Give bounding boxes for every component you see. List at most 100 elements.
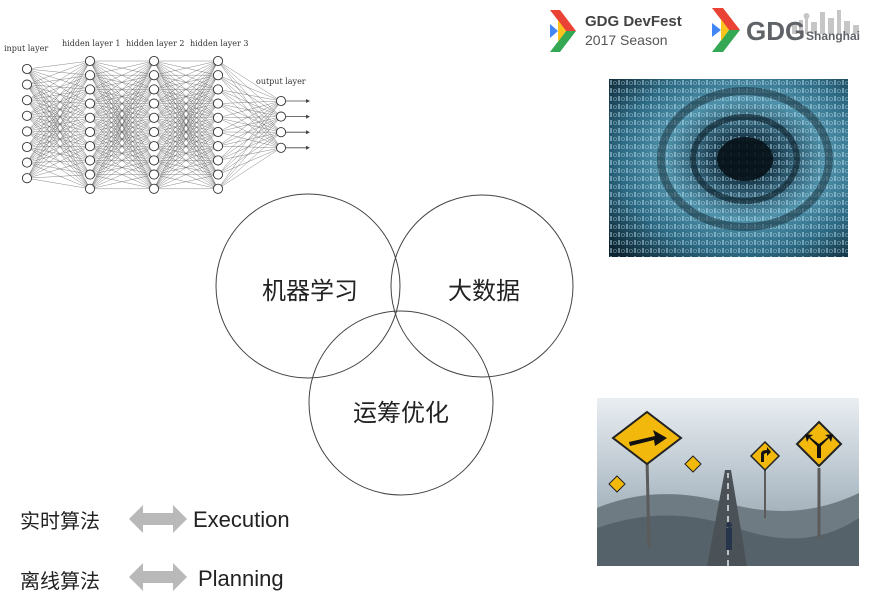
- nn-connection: [26, 84, 91, 118]
- nn-connection: [217, 116, 282, 189]
- venn-circle-or: [308, 310, 494, 496]
- nn-connection: [26, 160, 91, 179]
- nn-connection: [26, 162, 91, 189]
- nn-connection: [26, 100, 91, 118]
- nn-connection: [26, 131, 91, 179]
- nn-connection: [26, 115, 91, 189]
- nn-connection: [26, 103, 91, 179]
- nn-neuron: [21, 95, 33, 106]
- nn-connection: [217, 60, 282, 148]
- nn-connection: [26, 68, 91, 147]
- nn-connection: [89, 103, 155, 189]
- nn-connection: [26, 131, 91, 147]
- nn-connection: [26, 146, 91, 163]
- nn-connection: [217, 89, 282, 148]
- nn-connection: [26, 68, 91, 76]
- nn-neuron: [84, 112, 96, 123]
- nn-connection: [89, 60, 155, 118]
- row-offline-en: Planning: [198, 566, 284, 591]
- nn-connection: [217, 60, 282, 102]
- venn-diagram: [215, 193, 574, 496]
- nn-neuron: [212, 112, 224, 123]
- venn-label-bigdata: 大数据: [448, 277, 520, 305]
- nn-connection: [26, 103, 91, 116]
- nn-connection: [217, 100, 282, 189]
- nn-connection: [26, 131, 91, 161]
- nn-neuron: [275, 127, 287, 138]
- venn-label-or: 运筹优化: [353, 399, 449, 427]
- nn-neuron: [212, 169, 224, 180]
- nn-connection: [26, 103, 91, 163]
- nn-connection: [153, 60, 219, 133]
- nn-connection: [217, 147, 282, 175]
- nn-output-arrowhead: [306, 114, 310, 119]
- nn-neuron: [148, 126, 160, 138]
- nn-connection: [26, 100, 91, 175]
- nn-connection: [26, 68, 91, 161]
- nn-connection: [217, 116, 282, 175]
- nn-connection: [26, 131, 91, 175]
- nn-connection: [89, 146, 155, 189]
- nn-neuron: [212, 70, 224, 81]
- nn-connection: [89, 117, 155, 189]
- nn-connection: [26, 131, 91, 163]
- nn-connection: [217, 116, 282, 133]
- nn-connection: [217, 131, 282, 148]
- nn-connection: [26, 117, 91, 163]
- nn-connection: [153, 60, 219, 147]
- nn-connection: [26, 84, 91, 90]
- nn-connection: [89, 60, 155, 161]
- nn-connection: [26, 100, 91, 189]
- nn-neuron: [148, 55, 160, 67]
- nn-connection: [153, 75, 219, 189]
- nn-connection: [26, 68, 91, 90]
- nn-connection: [26, 60, 91, 101]
- nn-connection: [26, 115, 91, 175]
- nn-neuron: [212, 84, 224, 95]
- nn-neuron: [148, 98, 160, 109]
- nn-connection: [26, 84, 91, 161]
- neural-network-diagram: [21, 55, 310, 194]
- nn-connection: [217, 100, 282, 133]
- nn-connection: [26, 146, 91, 175]
- nn-connection: [153, 174, 219, 189]
- nn-connection: [217, 132, 282, 147]
- nn-connection: [217, 103, 282, 117]
- nn-neuron: [212, 183, 224, 194]
- nn-connection: [26, 75, 91, 179]
- devfest-title: GDG DevFest: [585, 13, 682, 30]
- nn-connection: [26, 103, 91, 132]
- nn-connection: [26, 146, 91, 161]
- nn-connection: [26, 117, 91, 179]
- nn-neuron: [212, 55, 224, 67]
- nn-neuron: [212, 155, 224, 166]
- nn-neuron: [212, 141, 224, 152]
- nn-connection: [217, 100, 282, 161]
- nn-connection: [217, 117, 282, 133]
- nn-neuron: [21, 79, 33, 90]
- gdg-city: Shanghai: [806, 29, 861, 43]
- nn-neuron: [148, 183, 160, 194]
- nn-connection: [26, 115, 91, 133]
- nn-connection: [26, 146, 91, 148]
- nn-connection: [26, 89, 91, 101]
- nn-connection: [26, 60, 91, 163]
- nn-connection: [89, 131, 155, 189]
- nn-connection: [153, 160, 219, 189]
- nn-connection: [26, 160, 91, 163]
- nn-connection: [89, 60, 155, 133]
- nn-neuron: [84, 126, 96, 138]
- nn-connection: [89, 60, 155, 147]
- input-layer-label: input layer: [4, 44, 49, 53]
- nn-connection: [26, 68, 91, 189]
- nn-connection: [26, 117, 91, 132]
- nn-connection: [26, 174, 91, 179]
- nn-connection: [217, 116, 282, 118]
- nn-connection: [26, 146, 91, 189]
- nn-connection: [153, 60, 219, 175]
- nn-connection: [217, 132, 282, 161]
- nn-connection: [217, 75, 282, 102]
- nn-connection: [153, 60, 219, 76]
- nn-neuron: [84, 183, 96, 194]
- nn-connection: [26, 84, 91, 175]
